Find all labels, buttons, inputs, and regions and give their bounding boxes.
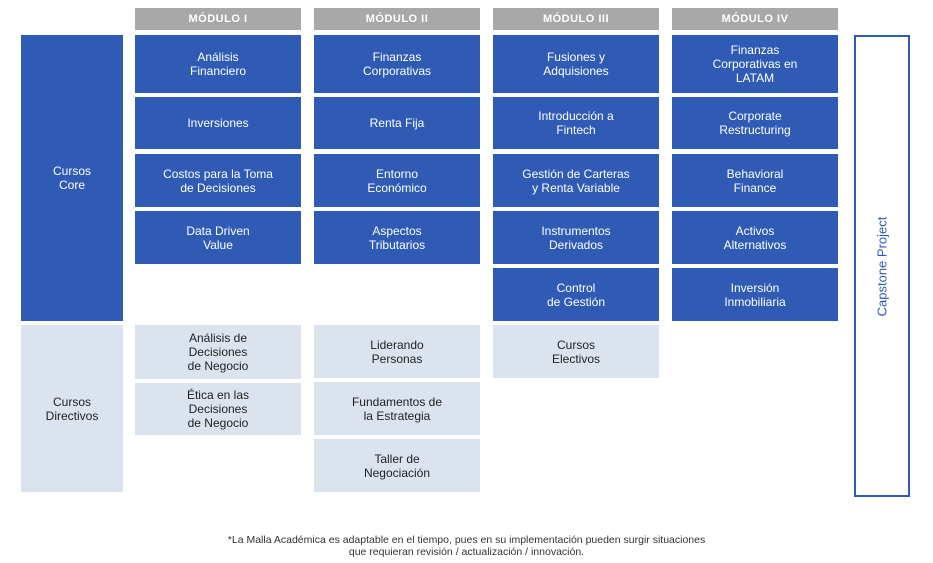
course-cell: Introducción a Fintech	[493, 97, 659, 149]
row-label-core: Cursos Core	[21, 35, 123, 321]
course-cell: Análisis de Decisiones de Negocio	[135, 325, 301, 379]
course-cell: Data Driven Value	[135, 211, 301, 264]
course-cell: Cursos Electivos	[493, 325, 659, 378]
footnote: *La Malla Académica es adaptable en el t…	[227, 534, 706, 558]
course-cell: Corporate Restructuring	[672, 97, 838, 149]
course-cell: Gestión de Carteras y Renta Variable	[493, 154, 659, 207]
course-cell: Ética en las Decisiones de Negocio	[135, 383, 301, 435]
course-cell: Aspectos Tributarios	[314, 211, 480, 264]
course-cell: Inversión Inmobiliaria	[672, 268, 838, 321]
course-cell: Renta Fija	[314, 97, 480, 149]
course-cell: Taller de Negociación	[314, 439, 480, 492]
course-cell: Control de Gestión	[493, 268, 659, 321]
course-cell: Activos Alternativos	[672, 211, 838, 264]
course-cell: Análisis Financiero	[135, 35, 301, 93]
course-cell: Liderando Personas	[314, 325, 480, 378]
course-cell: Fundamentos de la Estrategia	[314, 382, 480, 435]
capstone-label: Capstone Project	[874, 216, 890, 316]
course-cell: Finanzas Corporativas	[314, 35, 480, 93]
module-2-header: MÓDULO II	[314, 8, 480, 30]
course-cell: Fusiones y Adquisiones	[493, 35, 659, 93]
module-4-header: MÓDULO IV	[672, 8, 838, 30]
course-cell: Finanzas Corporativas en LATAM	[672, 35, 838, 93]
course-cell: Inversiones	[135, 97, 301, 149]
capstone-project-box: Capstone Project	[854, 35, 910, 497]
row-label-directivos: Cursos Directivos	[21, 325, 123, 492]
course-cell: Instrumentos Derivados	[493, 211, 659, 264]
course-cell: Behavioral Finance	[672, 154, 838, 207]
course-cell: Entorno Económico	[314, 154, 480, 207]
course-cell: Costos para la Toma de Decisiones	[135, 154, 301, 207]
module-3-header: MÓDULO III	[493, 8, 659, 30]
module-1-header: MÓDULO I	[135, 8, 301, 30]
